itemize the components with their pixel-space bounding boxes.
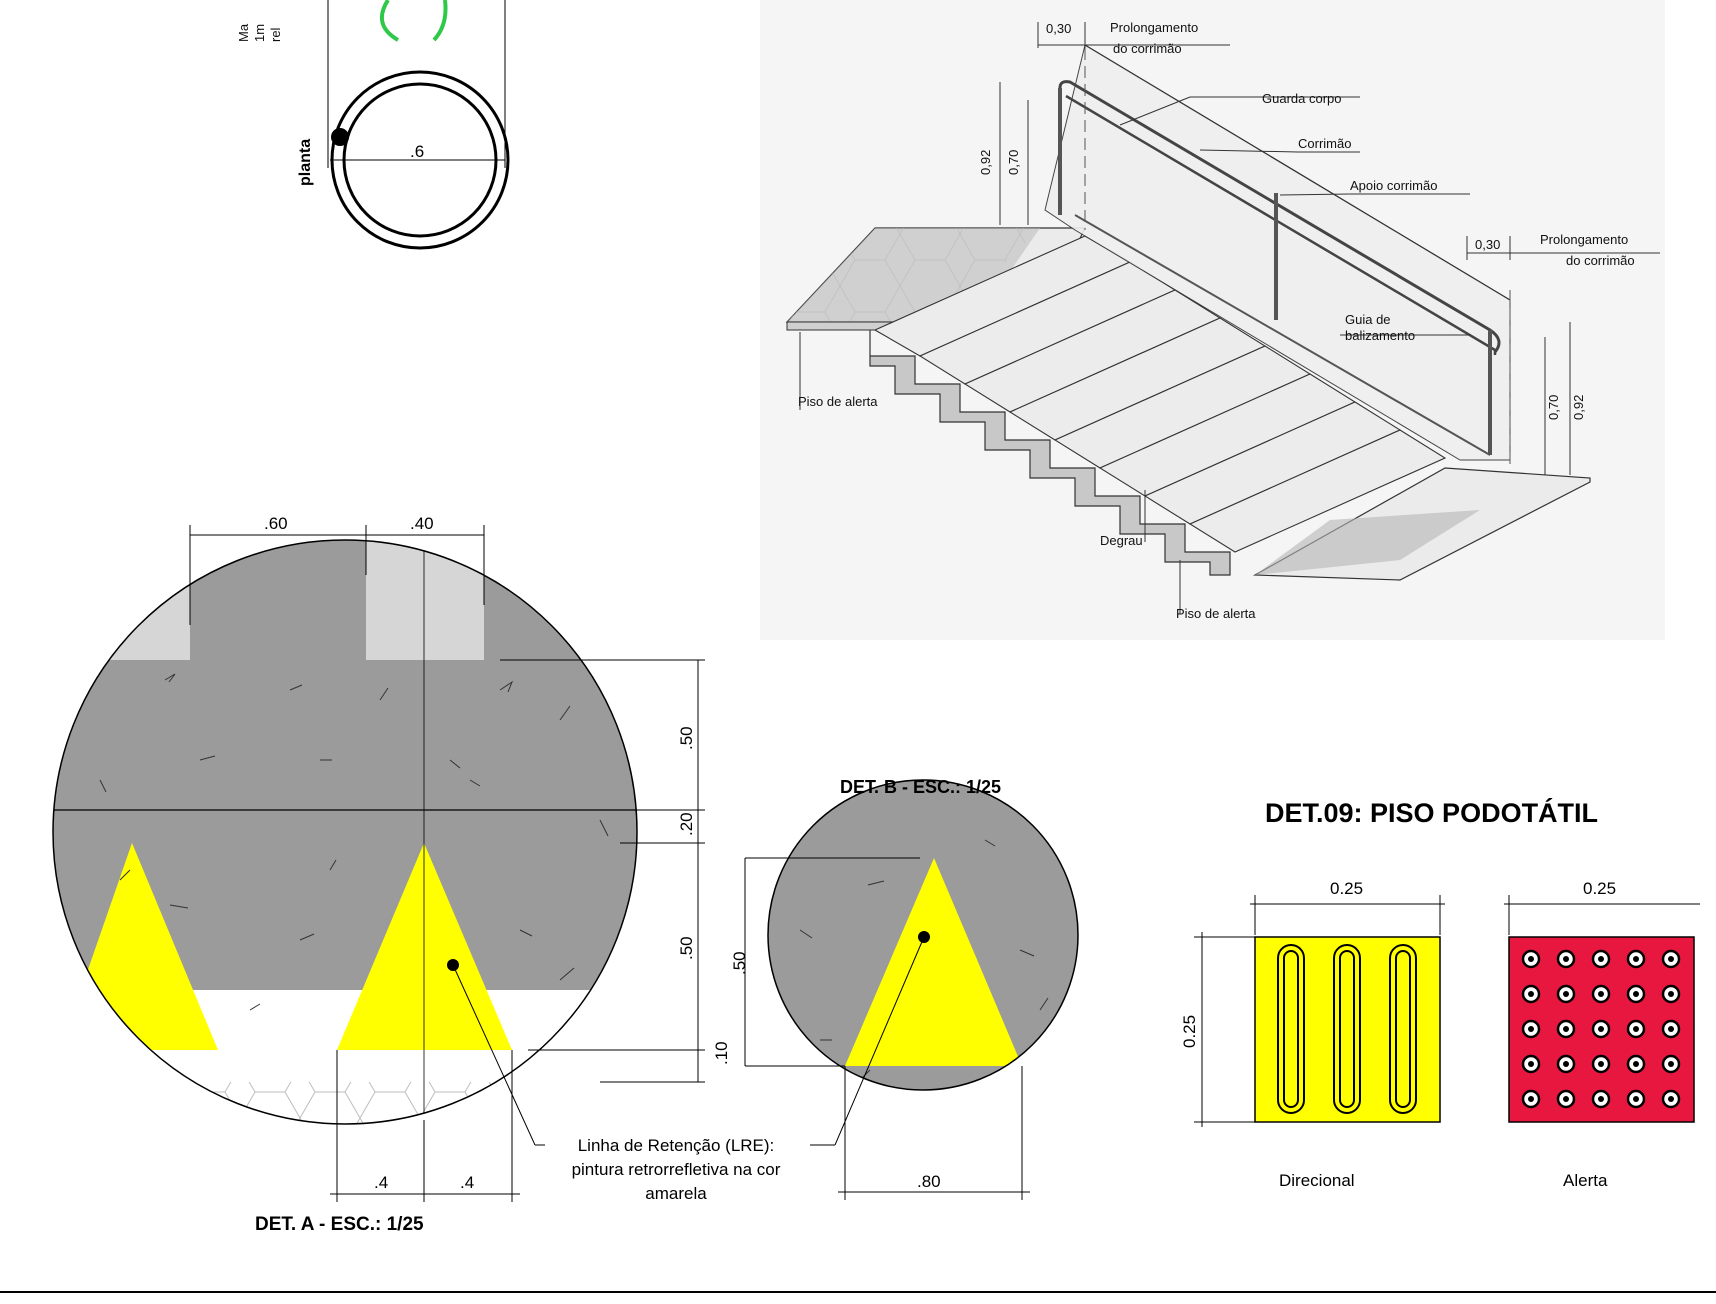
alerta-dot-center bbox=[1598, 1096, 1604, 1102]
alerta-dot-center bbox=[1563, 956, 1569, 962]
stair-prolong-right-dim: 0,30 bbox=[1475, 237, 1500, 252]
det-a-title: DET. A - ESC.: 1/25 bbox=[255, 1214, 424, 1235]
alerta-dot-center bbox=[1633, 1061, 1639, 1067]
stair-guia-line1: Guia de bbox=[1345, 312, 1391, 327]
det-09-dir-width: 0.25 bbox=[1330, 879, 1363, 898]
direcional-tile bbox=[1254, 936, 1441, 1123]
stair-h-left-092: 0,92 bbox=[978, 150, 993, 175]
det-a: .60 .40 .50 .20 .50 .10 .4 .4 DET. A - E… bbox=[52, 514, 731, 1235]
direcional-bar-1 bbox=[1277, 944, 1305, 1114]
stair-h-right-070: 0,70 bbox=[1546, 395, 1561, 420]
det-a-dim-b-2: .4 bbox=[460, 1173, 474, 1192]
stair-piso-alerta-left: Piso de alerta bbox=[798, 394, 878, 409]
det-b-dim-v: .50 bbox=[730, 951, 749, 975]
det-a-dim-v-2: .20 bbox=[677, 812, 696, 836]
alerta-dot-center bbox=[1598, 1061, 1604, 1067]
det-b-circle bbox=[767, 779, 1079, 1091]
det-09-alerta-label: Alerta bbox=[1563, 1171, 1608, 1190]
alerta-dot-center bbox=[1528, 991, 1534, 997]
stair-prolong-top-line2: do corrimão bbox=[1113, 41, 1182, 56]
planta-marker-dot bbox=[331, 128, 349, 146]
alerta-dot-center bbox=[1598, 956, 1604, 962]
planta-side-text-2: 1m bbox=[252, 24, 267, 42]
alerta-dot-center bbox=[1668, 1061, 1674, 1067]
det-09-dir-label: Direcional bbox=[1279, 1171, 1355, 1190]
alerta-dot-center bbox=[1633, 1096, 1639, 1102]
stair-guarda-corpo: Guarda corpo bbox=[1262, 91, 1342, 106]
alerta-dot-center bbox=[1668, 1026, 1674, 1032]
det-b-title: DET. B - ESC.: 1/25 bbox=[840, 777, 1001, 797]
alerta-dot-center bbox=[1668, 1096, 1674, 1102]
lre-note-line2: pintura retrorrefletiva na cor bbox=[572, 1160, 781, 1179]
alerta-dot-center bbox=[1633, 991, 1639, 997]
det-09-alerta-width: 0.25 bbox=[1583, 879, 1616, 898]
alerta-dot-center bbox=[1563, 1061, 1569, 1067]
stair-guia-line2: balizamento bbox=[1345, 328, 1415, 343]
planta-detail: .6 planta Ma 1m rel bbox=[236, 0, 510, 250]
corrimao-lower bbox=[1065, 94, 1497, 355]
stair-stringer bbox=[869, 330, 1231, 576]
alerta-dot-center bbox=[1633, 956, 1639, 962]
det-09-title: DET.09: PISO PODOTÁTIL bbox=[1265, 797, 1598, 828]
stair-piso-alerta-bottom: Piso de alerta bbox=[1176, 606, 1256, 621]
alerta-dot-center bbox=[1528, 1026, 1534, 1032]
guia-balizamento bbox=[1074, 214, 1491, 456]
det-a-piso-pattern bbox=[53, 1082, 637, 1124]
alerta-dot-center bbox=[1563, 991, 1569, 997]
stair-h-right-092: 0,92 bbox=[1571, 395, 1586, 420]
stair-apoio-corrimao: Apoio corrimão bbox=[1350, 178, 1437, 193]
piso-alerta-bottom bbox=[1255, 510, 1480, 575]
direcional-bar-2 bbox=[1333, 944, 1361, 1114]
alerta-dot-center bbox=[1563, 1026, 1569, 1032]
det-a-dim-b-1: .4 bbox=[374, 1173, 388, 1192]
det-b: .50 .80 DET. B - ESC.: 1/25 bbox=[730, 777, 1079, 1200]
alerta-dot-center bbox=[1668, 991, 1674, 997]
det-a-dim-v-1: .50 bbox=[677, 726, 696, 750]
alerta-dot-center bbox=[1598, 991, 1604, 997]
stair-h-left-070: 0,70 bbox=[1006, 150, 1021, 175]
det-09-dir-height: 0.25 bbox=[1180, 1015, 1199, 1048]
stair-prolong-right-line1: Prolongamento bbox=[1540, 232, 1628, 247]
alerta-dot-center bbox=[1633, 1026, 1639, 1032]
alerta-dot-center bbox=[1563, 1096, 1569, 1102]
planta-label: planta bbox=[297, 139, 314, 186]
det-b-dim-b: .80 bbox=[917, 1172, 941, 1191]
stair-prolong-right-line2: do corrimão bbox=[1566, 253, 1635, 268]
det-b-triangle bbox=[845, 858, 1022, 1066]
lre-note-line1: Linha de Retenção (LRE): bbox=[578, 1136, 775, 1155]
corrimao-upper bbox=[1058, 80, 1501, 353]
plant-leaf-left bbox=[379, 0, 400, 42]
det-a-dim-top-2: .40 bbox=[410, 514, 434, 533]
planta-side-text-1: Ma bbox=[236, 23, 251, 42]
det-a-circle bbox=[52, 539, 638, 1125]
stair-corrimao: Corrimão bbox=[1298, 136, 1351, 151]
plant-leaf-right bbox=[432, 0, 448, 42]
stair-prolong-top-line1: Prolongamento bbox=[1110, 20, 1198, 35]
det-a-light-patch-left bbox=[53, 540, 190, 660]
alerta-dot-center bbox=[1528, 1061, 1534, 1067]
lre-note-line3: amarela bbox=[645, 1184, 707, 1203]
direcional-bar-3 bbox=[1389, 944, 1417, 1114]
det-09: DET.09: PISO PODOTÁTIL 0.25 0.25 Direcio… bbox=[1180, 797, 1700, 1190]
lre-note: Linha de Retenção (LRE): pintura retrorr… bbox=[535, 1136, 835, 1203]
det-a-dim-v-3: .50 bbox=[677, 936, 696, 960]
det-a-dim-v-4: .10 bbox=[712, 1041, 731, 1065]
stair-degrau: Degrau bbox=[1100, 533, 1143, 548]
alerta-dot-center bbox=[1528, 1096, 1534, 1102]
det-a-dim-top-1: .60 bbox=[264, 514, 288, 533]
planta-diameter: .6 bbox=[410, 142, 424, 161]
planta-side-text-3: rel bbox=[268, 27, 283, 42]
alerta-dot-center bbox=[1528, 956, 1534, 962]
alerta-dots bbox=[1521, 949, 1681, 1109]
stair-isometric: 0,30 Prolongamento do corrimão Guarda co… bbox=[760, 0, 1665, 640]
alerta-dot-center bbox=[1598, 1026, 1604, 1032]
alerta-dot-center bbox=[1668, 956, 1674, 962]
stair-prolong-top-dim: 0,30 bbox=[1046, 21, 1071, 36]
